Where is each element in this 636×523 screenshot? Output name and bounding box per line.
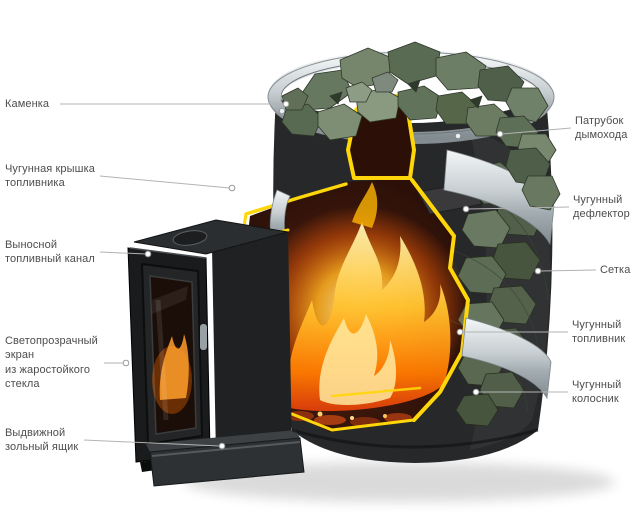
callout-dot [282,100,290,108]
callout-line-grate [472,388,568,396]
callout-label-grate: Чугунный колосник [572,379,622,406]
callout-dot [144,250,152,258]
callout-dot [456,328,464,336]
callout-line-firebox-cover [99,175,236,192]
drawer-handle-lip [151,441,301,457]
callout-label-firebox: Чугунный топливник [572,319,626,346]
door-handle [200,324,207,350]
callout-label-fuel-channel: Выносной топливный канал [5,239,95,266]
callout-label-glass-screen: Светопрозрачный экран из жаростойкого ст… [5,335,98,390]
fire [252,182,468,427]
callout-label-ash-drawer: Выдвижной зольный ящик [5,427,79,454]
callout-line-chimney-outlet [496,127,572,138]
callout-line-fuel-channel [99,250,152,258]
cast-iron-grate [330,386,422,398]
callout-label-deflector: Чугунный дефлектор [573,194,630,221]
barrel-bottom-edge [291,428,539,449]
callout-dot [122,359,130,367]
callout-line-firebox [456,328,568,336]
callout-label-chimney-outlet: Патрубок дымохода [575,115,628,142]
brand-emblem [172,230,208,246]
callout-dot [462,205,470,213]
glass-door [149,275,197,435]
callout-dot [472,388,480,396]
callout-label-firebox-cover: Чугунная крышка топливника [5,163,95,190]
callout-label-mesh: Сетка [600,264,631,276]
embers [286,411,412,427]
callout-dot [534,267,542,275]
callout-line-deflector [462,205,570,213]
callout-dot [218,442,226,450]
callout-label-kamenka: Каменка [5,98,50,110]
callout-line-mesh [534,267,597,275]
callout-line-glass-screen [104,359,130,367]
fuel-channel [127,219,292,463]
callout-line-kamenka [60,100,290,108]
ash-drawer [140,430,305,487]
callout-dot [496,130,504,138]
stones-top [281,41,561,211]
callout-line-ash-drawer [83,439,226,450]
cut-edges [238,178,470,432]
callout-dot [228,184,236,192]
channel-top-face [133,219,289,255]
